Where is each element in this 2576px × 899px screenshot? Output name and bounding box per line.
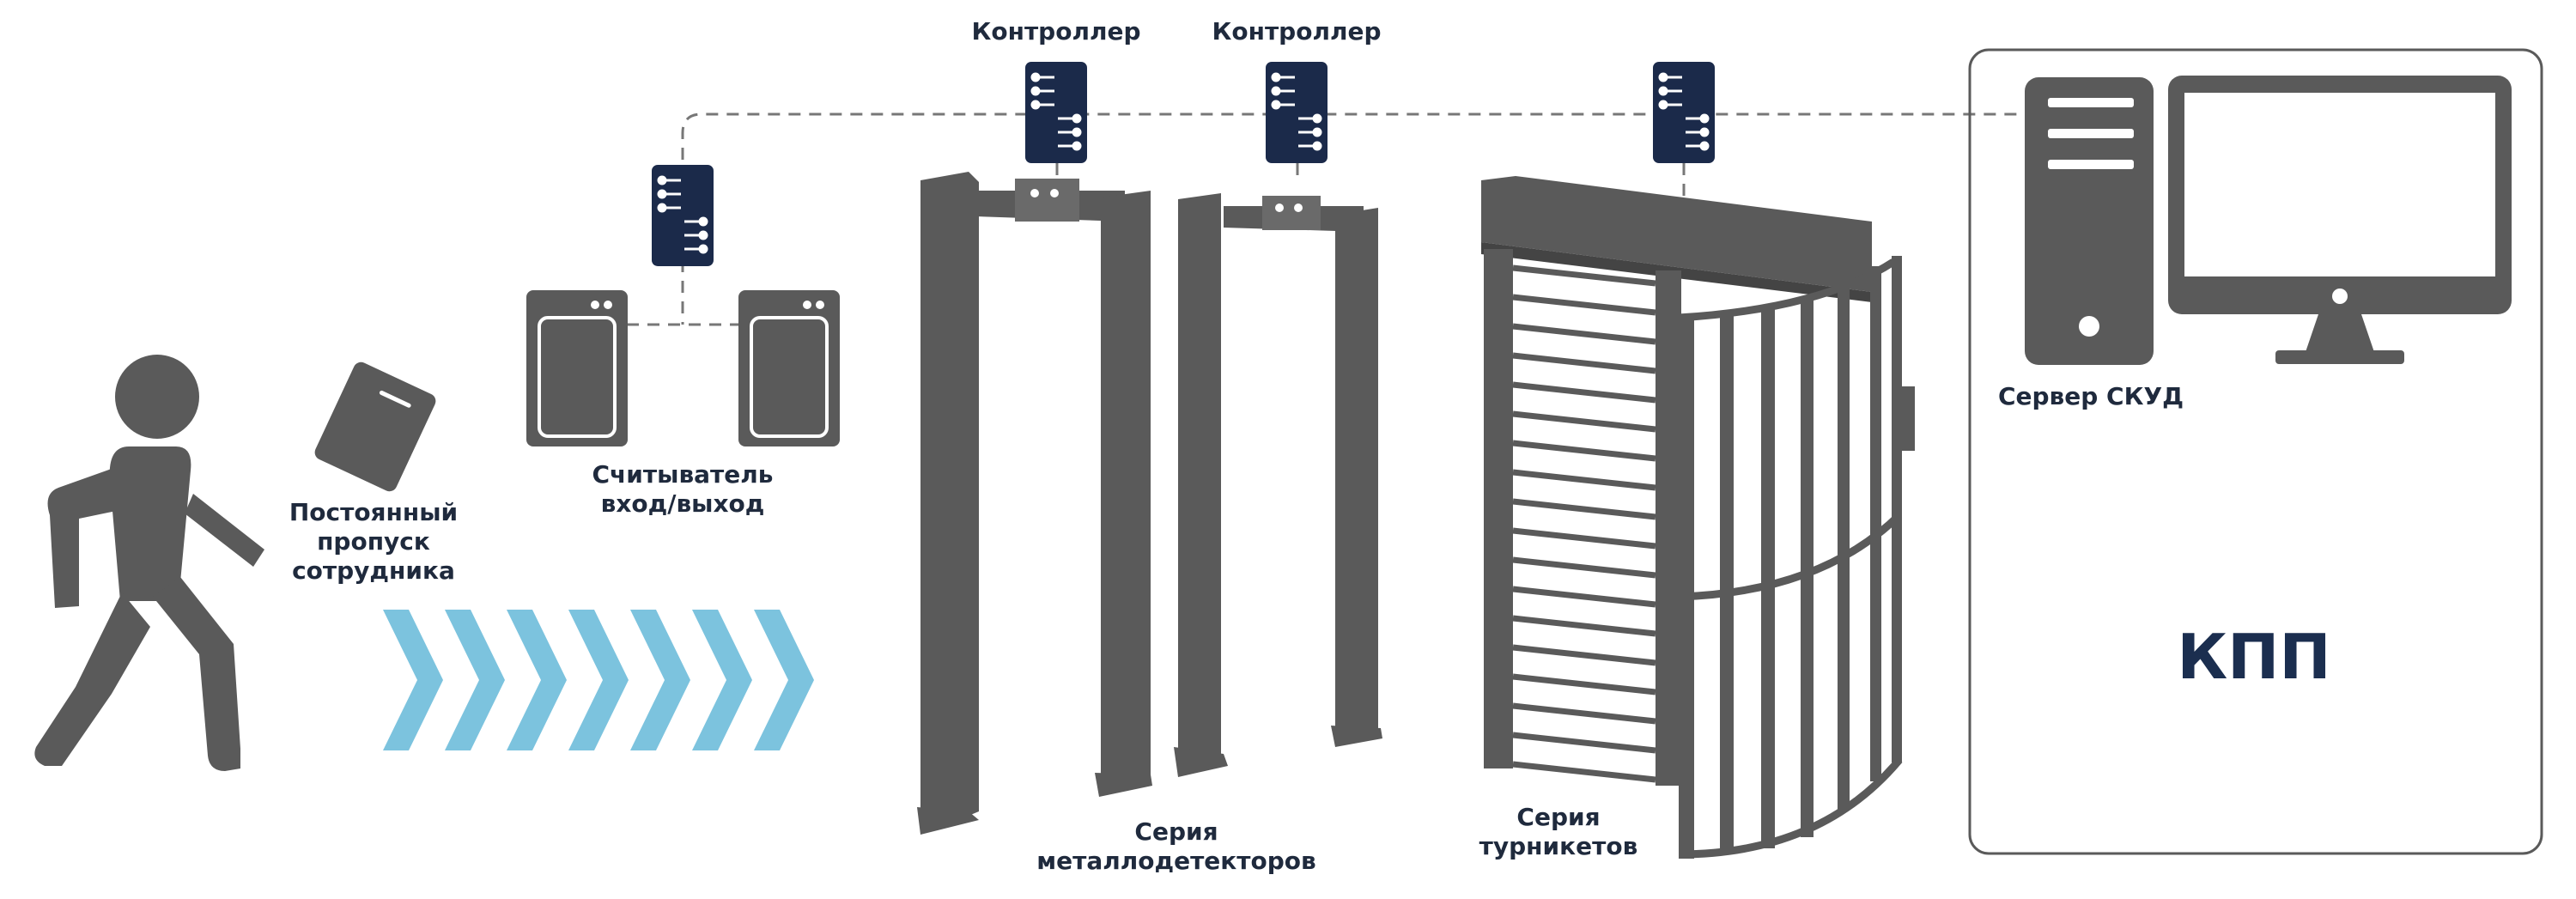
controller-icon <box>1264 60 1329 165</box>
controller-icon <box>650 163 715 268</box>
turnstile-icon <box>1481 176 1915 859</box>
checkpoint-box <box>1968 48 2543 855</box>
card-reader-icon <box>525 289 841 448</box>
controller-label-1: Контроллер <box>971 17 1141 46</box>
access-card-icon <box>314 361 436 492</box>
person-walking-icon <box>34 355 264 771</box>
metal-detector-icon <box>917 172 1152 835</box>
connection-lines <box>627 112 2018 326</box>
monitor-icon <box>2168 76 2512 364</box>
direction-chevron-icon <box>383 610 814 750</box>
controller-label-2: Контроллер <box>1212 17 1382 46</box>
controller-icon <box>1024 60 1089 165</box>
server-label: Сервер СКУД <box>1997 382 2184 410</box>
metal-detector-icon <box>1174 193 1382 777</box>
controller-icon <box>1651 60 1716 165</box>
server-tower-icon <box>2025 77 2154 365</box>
checkpoint-label: КПП <box>2177 621 2331 693</box>
